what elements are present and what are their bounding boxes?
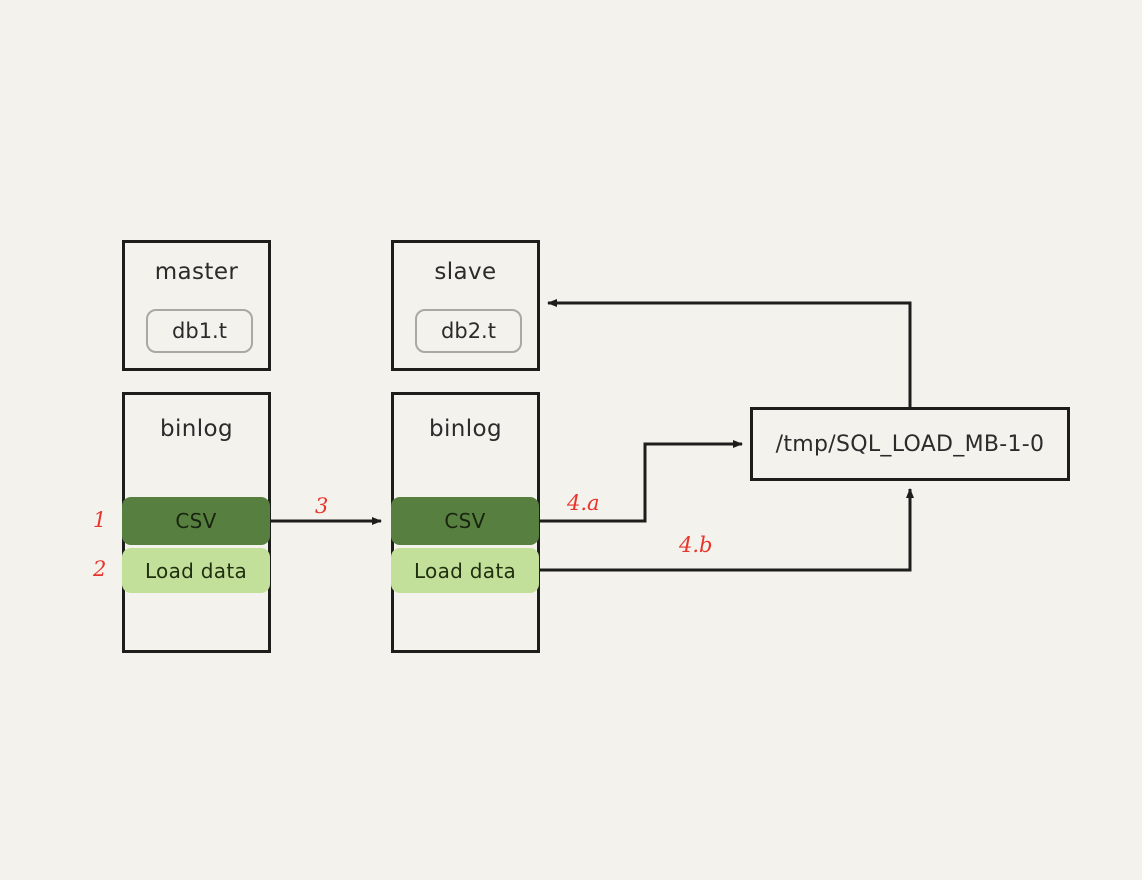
node-slave-table[interactable]: db2.t <box>415 309 522 353</box>
master-binlog-load-data-event[interactable]: Load data <box>122 548 270 593</box>
node-master[interactable]: master db1.t <box>122 240 271 371</box>
connector-step-4b <box>539 488 914 572</box>
node-master-title: master <box>154 259 239 285</box>
step-label-4b: 4.b <box>679 533 713 557</box>
slave-binlog-load-data-event[interactable]: Load data <box>391 548 539 593</box>
step-label-2: 2 <box>93 557 107 581</box>
step-label-4a: 4.a <box>567 491 600 515</box>
node-slave-title: slave <box>434 259 497 285</box>
node-slave-binlog-title: binlog <box>428 416 503 442</box>
node-master-table[interactable]: db1.t <box>146 309 253 353</box>
node-slave[interactable]: slave db2.t <box>391 240 540 371</box>
slave-binlog-csv-event[interactable]: CSV <box>391 497 539 545</box>
node-tmp-file[interactable]: /tmp/SQL_LOAD_MB-1-0 <box>750 407 1070 481</box>
connector-tmp-to-slave <box>547 299 912 407</box>
step-label-1: 1 <box>93 508 107 532</box>
step-label-3: 3 <box>315 494 329 518</box>
node-master-binlog-title: binlog <box>159 416 234 442</box>
master-binlog-csv-event[interactable]: CSV <box>122 497 270 545</box>
connector-step-4a <box>539 440 743 523</box>
